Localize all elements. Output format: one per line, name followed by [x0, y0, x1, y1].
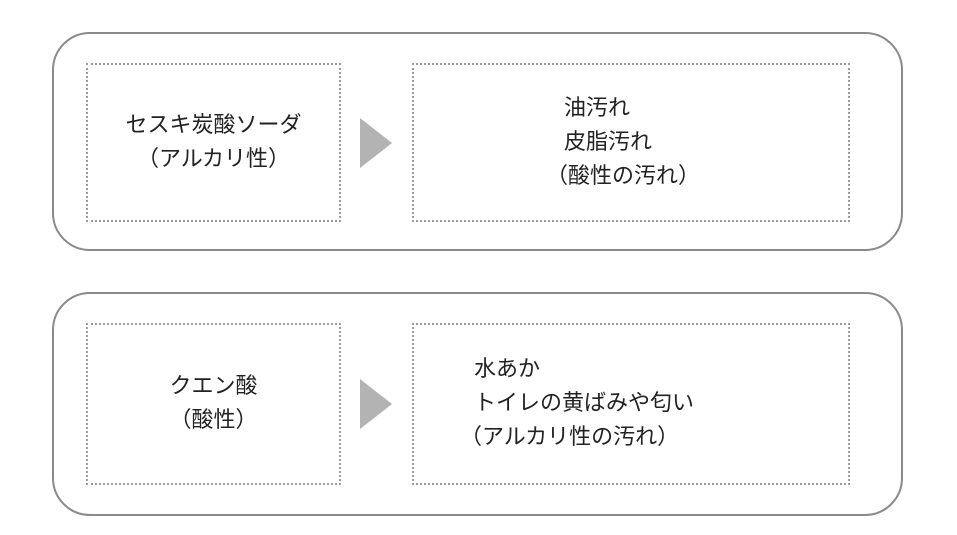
agent-property: （酸性） — [169, 408, 258, 433]
panel-citric-acid: クエン酸 （酸性） 水あか トイレの黄ばみや匂い （アルカリ性の汚れ） — [52, 292, 903, 516]
target-item: 油汚れ — [564, 95, 631, 121]
target-item: 水あか — [474, 357, 541, 382]
cleaning-agent-box: セスキ炭酸ソーダ （アルカリ性） — [86, 63, 341, 222]
panel-sesqui-carbonate: セスキ炭酸ソーダ （アルカリ性） 油汚れ 皮脂汚れ （酸性の汚れ） — [52, 32, 903, 251]
target-stains-box: 油汚れ 皮脂汚れ （酸性の汚れ） — [412, 63, 850, 222]
agent-property: （アルカリ性） — [136, 146, 291, 172]
cleaning-agent-box: クエン酸 （酸性） — [86, 323, 341, 485]
agent-name: クエン酸 — [169, 374, 258, 399]
target-item: 皮脂汚れ — [564, 129, 653, 155]
target-item: トイレの黄ばみや匂い — [474, 391, 695, 416]
triangle-right-icon — [360, 379, 392, 429]
target-stains-box: 水あか トイレの黄ばみや匂い （アルカリ性の汚れ） — [412, 323, 850, 485]
triangle-right-icon — [360, 118, 392, 168]
target-stain-type: （酸性の汚れ） — [546, 163, 701, 189]
target-stain-type: （アルカリ性の汚れ） — [460, 425, 680, 450]
agent-name: セスキ炭酸ソーダ — [125, 112, 302, 138]
